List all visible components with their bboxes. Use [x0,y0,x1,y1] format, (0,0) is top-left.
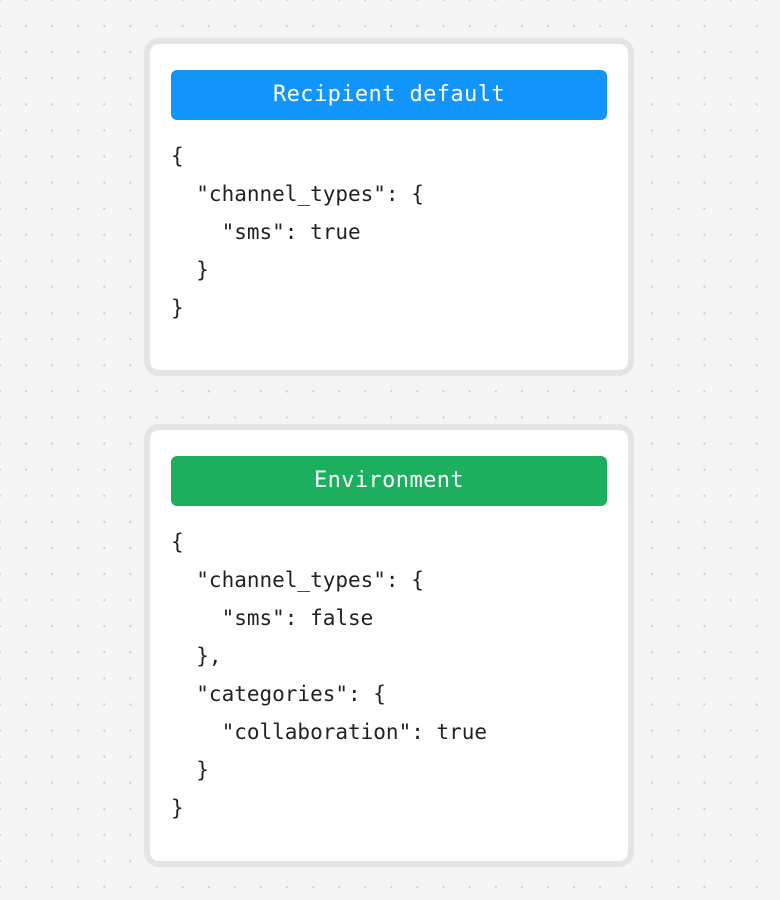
recipient-default-header: Recipient default [171,70,607,120]
recipient-default-card: Recipient default { "channel_types": { "… [144,38,634,376]
environment-json: { "channel_types": { "sms": false }, "ca… [171,530,488,820]
environment-body: { "channel_types": { "sms": false }, "ca… [171,523,610,827]
recipient-default-body: { "channel_types": { "sms": true } } [171,137,610,327]
environment-title: Environment [313,468,465,493]
recipient-default-json: { "channel_types": { "sms": true } } [171,144,424,320]
environment-header: Environment [171,456,607,506]
environment-card: Environment { "channel_types": { "sms": … [144,424,634,867]
recipient-default-title: Recipient default [273,82,505,107]
